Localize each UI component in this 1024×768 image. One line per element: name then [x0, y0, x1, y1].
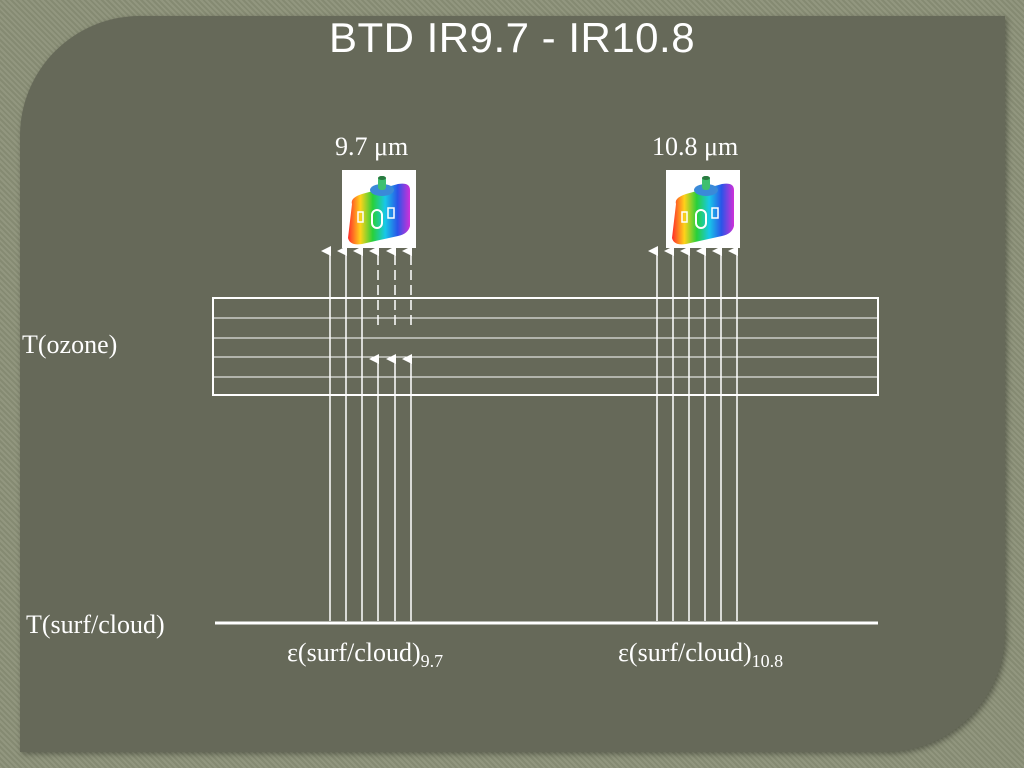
slide-title: BTD IR9.7 - IR10.8: [328, 14, 696, 61]
arrows-9-7: [321, 246, 412, 621]
wavelength-label-9-7: 9.7 μm: [335, 132, 409, 161]
slide-panel: [20, 16, 1005, 752]
satellite-icon: [666, 170, 740, 248]
emissivity-label-9-7: ε(surf/cloud)9.7: [287, 638, 443, 672]
emissivity-subscript: 10.8: [751, 651, 784, 671]
ozone-layer-box: [212, 297, 879, 396]
emissivity-label-10-8: ε(surf/cloud)10.8: [618, 638, 783, 672]
wavelength-label-10-8: 10.8 μm: [652, 132, 739, 161]
arrows-10-8: [648, 246, 738, 621]
satellite-icon: [342, 170, 416, 248]
emissivity-text: ε(surf/cloud): [618, 638, 752, 667]
ozone-temperature-label: T(ozone): [22, 330, 118, 359]
emissivity-text: ε(surf/cloud): [287, 638, 421, 667]
emissivity-subscript: 9.7: [420, 651, 444, 671]
surface-temperature-label: T(surf/cloud): [26, 610, 165, 639]
